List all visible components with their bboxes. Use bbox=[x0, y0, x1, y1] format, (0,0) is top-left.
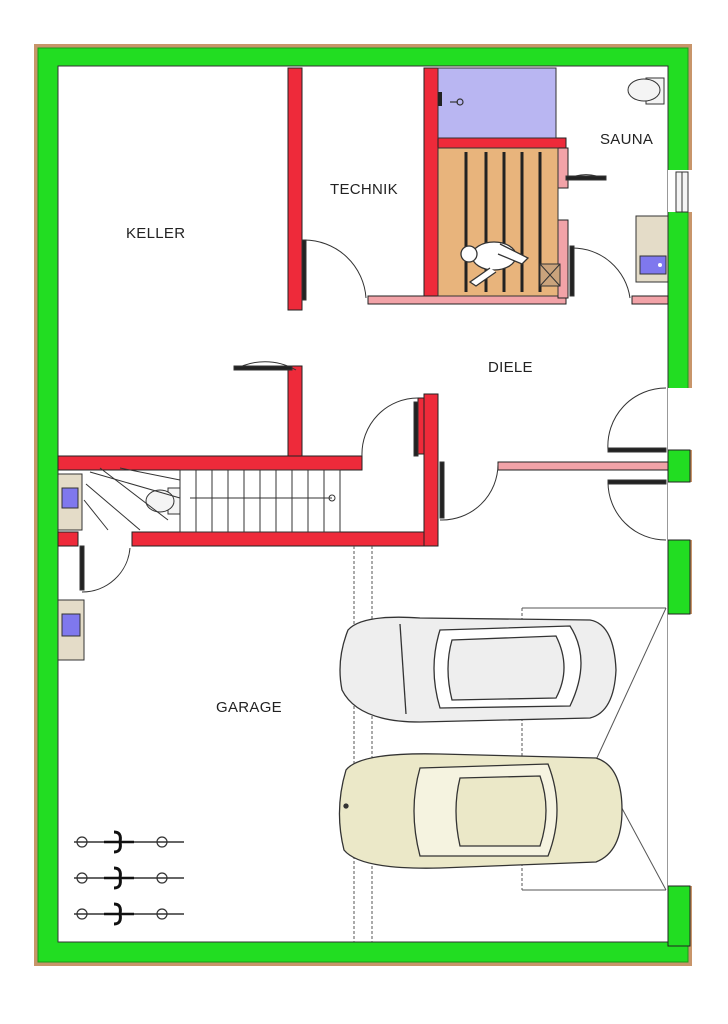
toilet-icon bbox=[627, 77, 665, 105]
shower-area bbox=[437, 67, 557, 139]
toilet-icon bbox=[145, 487, 181, 515]
room-label-technik: TECHNIK bbox=[330, 181, 398, 198]
person-icon bbox=[460, 241, 530, 287]
car-icon bbox=[338, 753, 623, 869]
door-swing-icon bbox=[79, 174, 667, 593]
room-label-garage: GARAGE bbox=[216, 699, 282, 716]
room-label-diele: DIELE bbox=[488, 359, 533, 376]
sink-icon bbox=[635, 215, 669, 283]
stair-icon bbox=[83, 467, 341, 533]
room-label-sauna: SAUNA bbox=[600, 131, 653, 148]
sink-icon bbox=[57, 473, 83, 531]
sink-icon bbox=[57, 599, 85, 661]
sauna-bench bbox=[437, 147, 561, 297]
room-label-keller: KELLER bbox=[126, 225, 185, 242]
interior-walls bbox=[57, 67, 567, 547]
car-icon bbox=[339, 616, 617, 723]
